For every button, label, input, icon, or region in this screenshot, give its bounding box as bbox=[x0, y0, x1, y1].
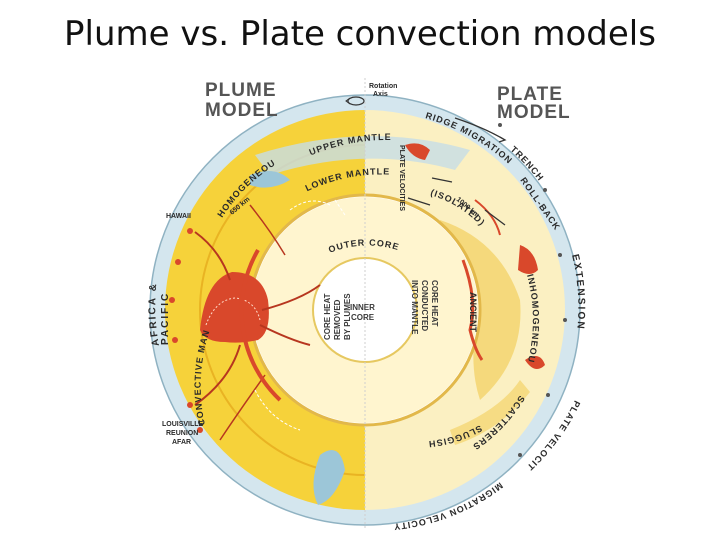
core-heat-plumes-3: BY PLUMES bbox=[343, 293, 352, 340]
plume-features bbox=[169, 171, 346, 505]
plate-model-label-1: PLATE bbox=[497, 84, 563, 105]
core-heat-plumes-block: CORE HEAT REMOVED BY PLUMES bbox=[323, 293, 352, 340]
ancient-label: ANCIENT bbox=[468, 292, 478, 333]
inner-core-label-1: INNER bbox=[350, 303, 375, 312]
africa-pacific-label-1: AFRICA & bbox=[147, 282, 162, 347]
plume-model-label-1: PLUME bbox=[205, 80, 277, 101]
core-heat-conducted-block: CORE HEAT CONDUCTED INTO MANTLE bbox=[410, 280, 439, 335]
core-heat-plumes-1: CORE HEAT bbox=[323, 293, 332, 340]
inner-core-label-2: CORE bbox=[351, 313, 375, 322]
hawaii-label: HAWAII bbox=[166, 213, 191, 220]
rotation-axis-label-1: Rotation bbox=[369, 83, 397, 90]
slide-title: Plume vs. Plate convection models bbox=[64, 14, 656, 54]
plume-model-label-2: MODEL bbox=[205, 100, 279, 121]
africa-pacific-label-2: PACIFIC bbox=[160, 292, 171, 345]
plate-features bbox=[405, 117, 567, 457]
core-heat-conducted-3: INTO MANTLE bbox=[410, 280, 419, 335]
plate-model-label-2: MODEL bbox=[497, 102, 571, 123]
core-heat-conducted-2: CONDUCTED bbox=[420, 280, 429, 331]
louisville-label: LOUISVILLE bbox=[162, 421, 204, 428]
plate-velocities-label: PLATE VELOCITIES bbox=[398, 145, 405, 211]
afar-label: AFAR bbox=[172, 439, 191, 446]
reunion-label: REUNION bbox=[166, 430, 198, 437]
core-heat-conducted-1: CORE HEAT bbox=[430, 280, 439, 327]
core-heat-plumes-2: REMOVED bbox=[333, 299, 342, 340]
rotation-axis-label-2: Axis bbox=[373, 91, 388, 98]
